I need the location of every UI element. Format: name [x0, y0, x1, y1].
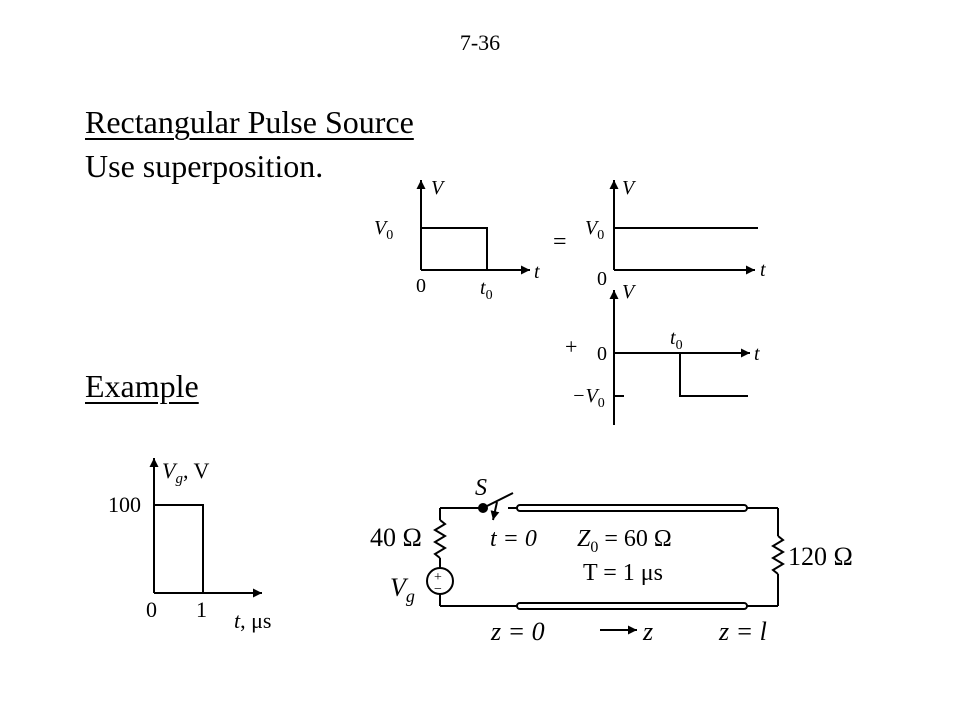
example-plot-x-label: t, μs — [234, 608, 271, 633]
step-plot-t-label: t — [760, 259, 766, 281]
example-plot-waveform — [154, 504, 204, 593]
switch-close-arrow — [490, 501, 500, 521]
source-resistor — [433, 519, 447, 559]
pulse-plot-waveform — [421, 227, 488, 270]
step-plot-v-label: V — [622, 177, 637, 199]
step-plot: V t V0 0 — [585, 177, 766, 290]
step-plot-origin-label: 0 — [597, 268, 607, 290]
pulse-plot: V t V0 0 t0 — [374, 177, 540, 303]
example-plot-x-tick-1: 1 — [196, 597, 207, 622]
z-direction-label: z — [642, 617, 653, 646]
neg-step-plot-origin-label: 0 — [597, 343, 607, 365]
switch-label: S — [475, 475, 487, 501]
pulse-plot-amplitude-label: V0 — [374, 217, 393, 243]
neg-step-plot: V t 0 −V0 t0 — [572, 281, 760, 425]
pulse-plot-t-label: t — [534, 261, 540, 283]
equals-sign: = — [553, 229, 567, 255]
example-plot-y-label: Vg, V — [162, 458, 210, 487]
switch-time-label: t = 0 — [490, 526, 537, 552]
slide-title: Rectangular Pulse Source — [85, 104, 414, 140]
page-number: 7-36 — [459, 30, 501, 55]
delay-label: T = 1 μs — [583, 560, 663, 586]
example-plot: Vg, V 100 0 1 t, μs — [108, 458, 271, 633]
source-voltage-label: Vg — [390, 573, 415, 606]
neg-step-plot-waveform — [679, 353, 748, 397]
circuit-diagram: + − S t = 0 40 Ω Vg Z0 = 60 Ω T = 1 μs 1… — [370, 475, 853, 646]
z-end-label: z = l — [718, 617, 767, 646]
step-plot-amplitude-label: V0 — [585, 217, 604, 243]
voltage-source-minus: − — [434, 582, 442, 597]
z-start-label: z = 0 — [490, 617, 545, 646]
pulse-plot-t0-label: t0 — [480, 277, 493, 303]
example-plot-x-tick-0: 0 — [146, 597, 157, 622]
neg-step-plot-neg-amplitude-label: −V0 — [572, 385, 605, 411]
switch-blade — [482, 492, 514, 509]
voltage-source-plus: + — [434, 570, 442, 585]
load-resistor — [771, 535, 785, 575]
example-plot-y-tick: 100 — [108, 492, 141, 517]
neg-step-plot-t-label: t — [754, 343, 760, 365]
tline-bottom-conductor — [516, 602, 748, 610]
pulse-plot-origin-label: 0 — [416, 275, 426, 297]
characteristic-impedance-label: Z0 = 60 Ω — [577, 526, 672, 556]
load-label: 120 Ω — [788, 542, 853, 571]
pulse-plot-v-label: V — [431, 177, 446, 199]
plus-sign: + — [565, 334, 577, 359]
example-heading: Example — [85, 368, 199, 404]
neg-step-plot-t0-label: t0 — [670, 327, 683, 353]
source-resistance-label: 40 Ω — [370, 523, 422, 552]
tline-top-conductor — [516, 504, 748, 512]
slide-subtitle: Use superposition. — [85, 148, 324, 184]
neg-step-plot-v-label: V — [622, 281, 637, 303]
